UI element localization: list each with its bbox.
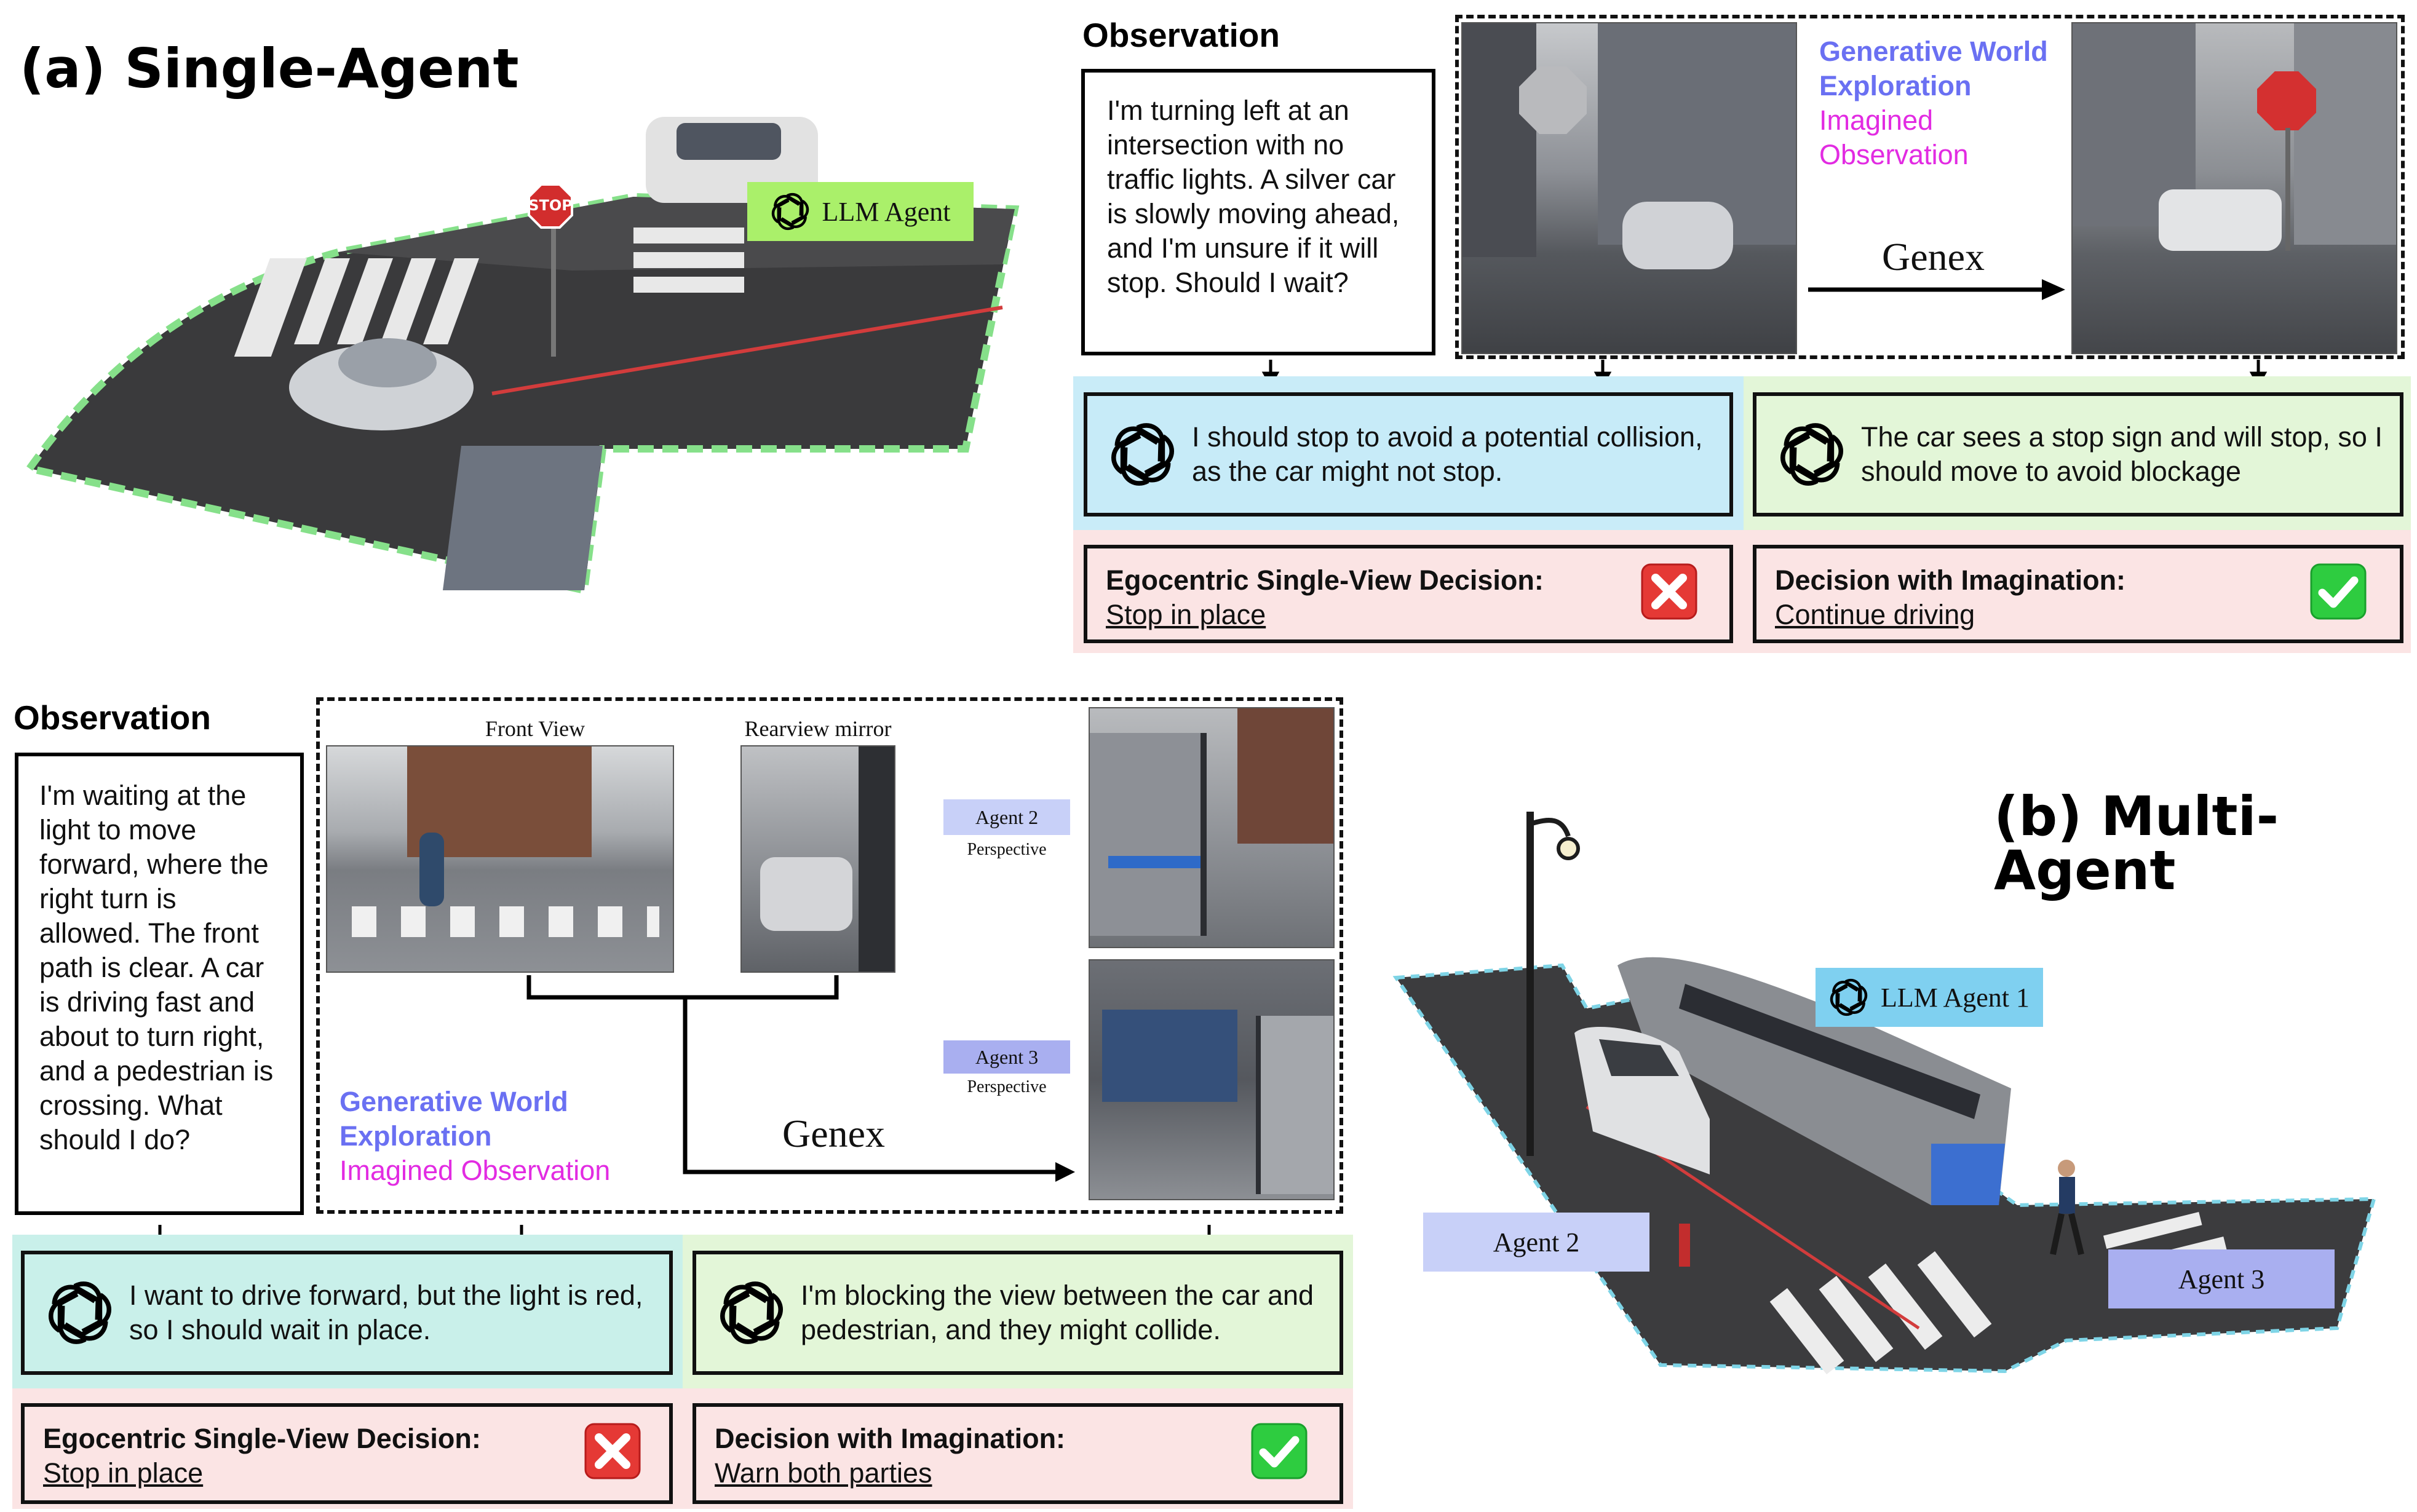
observation-box: I'm turning left at an intersection with… — [1081, 69, 1435, 355]
silver-car-icon — [1622, 202, 1733, 269]
reasoning-text: The car sees a stop sign and will stop, … — [1861, 421, 2383, 487]
decision-box-egocentric: Egocentric Single-View Decision: Stop in… — [1084, 545, 1733, 643]
decision-label: Egocentric Single-View Decision: — [43, 1423, 481, 1454]
perspective-label: Perspective — [967, 840, 1047, 859]
imagined-view-image — [2071, 22, 2397, 354]
imagined-label: Imagined Observation — [1819, 103, 1969, 172]
openai-logo-icon — [1109, 421, 1176, 488]
openai-logo-icon — [771, 192, 810, 231]
decision-box-imagination: Decision with Imagination: Warn both par… — [693, 1403, 1343, 1504]
imagination-region — [316, 697, 1343, 1214]
bus-icon — [1090, 733, 1207, 936]
agent2-scene-tag: Agent 2 — [1423, 1213, 1649, 1272]
agent3-perspective-tag: Agent 3 — [943, 1040, 1070, 1074]
observation-heading: Observation — [1082, 16, 1280, 54]
imagined-label: Imagined Observation — [339, 1155, 611, 1186]
gwe-line-2: Exploration — [339, 1120, 492, 1152]
white-suv-icon — [2159, 189, 2282, 251]
street-lamp-icon — [1526, 812, 1580, 1156]
reasoning-box-egocentric: I want to drive forward, but the light i… — [21, 1251, 673, 1375]
llm-agent-1-tag: LLM Agent 1 — [1816, 968, 2043, 1027]
llm-agent-label: LLM Agent 1 — [1881, 982, 2030, 1013]
ego-view-image — [1461, 22, 1797, 354]
openai-logo-icon — [1779, 421, 1845, 488]
decision-label: Decision with Imagination: — [715, 1423, 1066, 1454]
decision-box-imagination: Decision with Imagination: Continue driv… — [1753, 545, 2403, 643]
decision-action: Stop in place — [1106, 599, 1266, 630]
genex-label: Genex — [782, 1112, 886, 1155]
reasoning-text: I want to drive forward, but the light i… — [129, 1280, 643, 1345]
red-cross-icon — [584, 1423, 641, 1479]
decision-action: Stop in place — [43, 1457, 204, 1489]
openai-logo-icon — [718, 1280, 785, 1346]
decision-box-egocentric: Egocentric Single-View Decision: Stop in… — [21, 1403, 673, 1504]
observation-heading: Observation — [14, 699, 211, 737]
pedestrian-icon — [419, 833, 444, 906]
agent2-perspective-tag: Agent 2 — [943, 799, 1070, 835]
gwe-line-2: Exploration — [1819, 70, 1972, 101]
bus-icon — [1617, 957, 2011, 1205]
perspective-label: Perspective — [967, 1077, 1047, 1096]
svg-text:STOP: STOP — [528, 197, 573, 214]
llm-agent-tag: LLM Agent — [747, 182, 974, 241]
reasoning-box-imagination: The car sees a stop sign and will stop, … — [1753, 392, 2403, 517]
silver-car-icon — [289, 338, 474, 430]
gwe-label: Generative World Exploration — [1819, 34, 2048, 103]
merge-arrow — [526, 975, 1075, 1182]
imagination-region — [1455, 15, 2405, 359]
stop-sign-icon — [1519, 66, 1587, 134]
agent2-perspective-image — [1089, 707, 1335, 948]
gwe-line-1: Generative World — [339, 1086, 568, 1117]
white-van-icon — [1574, 1027, 1710, 1174]
fire-hydrant-icon — [1679, 1224, 1690, 1267]
multi-agent-title: (b) Multi-Agent — [1994, 785, 2279, 902]
front-view-label: Front View — [485, 716, 585, 741]
decision-action: Continue driving — [1775, 599, 1975, 630]
silver-car-icon — [760, 857, 852, 931]
rearview-mirror-image — [740, 745, 895, 973]
bus-icon — [1256, 1016, 1333, 1194]
front-view-image — [326, 745, 674, 973]
rearview-label: Rearview mirror — [744, 716, 892, 741]
reasoning-text: I should stop to avoid a potential colli… — [1192, 421, 1703, 487]
multi-agent-scene — [1392, 812, 2376, 1375]
pedestrian-icon — [2050, 1160, 2084, 1256]
white-suv-icon — [646, 117, 818, 203]
decision-label: Egocentric Single-View Decision: — [1106, 564, 1544, 596]
single-agent-scene: STOP — [23, 117, 1020, 595]
openai-logo-icon — [1829, 978, 1868, 1017]
observation-text: I'm waiting at the light to move forward… — [39, 780, 274, 1155]
imagined-line-2: Observation — [1819, 139, 1969, 170]
green-check-icon — [2310, 563, 2367, 620]
agent3-perspective-image — [1089, 959, 1335, 1200]
red-cross-icon — [1641, 563, 1697, 620]
reasoning-box-egocentric: I should stop to avoid a potential colli… — [1084, 392, 1733, 517]
agent3-scene-tag: Agent 3 — [2108, 1249, 2335, 1308]
observation-text: I'm turning left at an intersection with… — [1107, 95, 1400, 298]
reasoning-text: I'm blocking the view between the car an… — [801, 1280, 1314, 1345]
single-agent-title: (a) Single-Agent — [20, 37, 519, 100]
decision-action: Warn both parties — [715, 1457, 932, 1489]
gwe-label: Generative World Exploration — [339, 1085, 568, 1154]
stop-sign-icon — [2257, 71, 2316, 130]
reasoning-box-imagination: I'm blocking the view between the car an… — [693, 1251, 1343, 1375]
observation-box: I'm waiting at the light to move forward… — [15, 753, 304, 1215]
imagined-line-1: Imagined — [1819, 105, 1934, 136]
gwe-line-1: Generative World — [1819, 36, 2048, 67]
openai-logo-icon — [47, 1280, 113, 1346]
llm-agent-label: LLM Agent — [822, 196, 951, 227]
genex-label: Genex — [1882, 235, 1985, 279]
decision-label: Decision with Imagination: — [1775, 564, 2126, 596]
green-check-icon — [1251, 1423, 1308, 1479]
genex-arrow — [1808, 279, 2065, 300]
stop-sign-icon: STOP — [528, 183, 573, 357]
